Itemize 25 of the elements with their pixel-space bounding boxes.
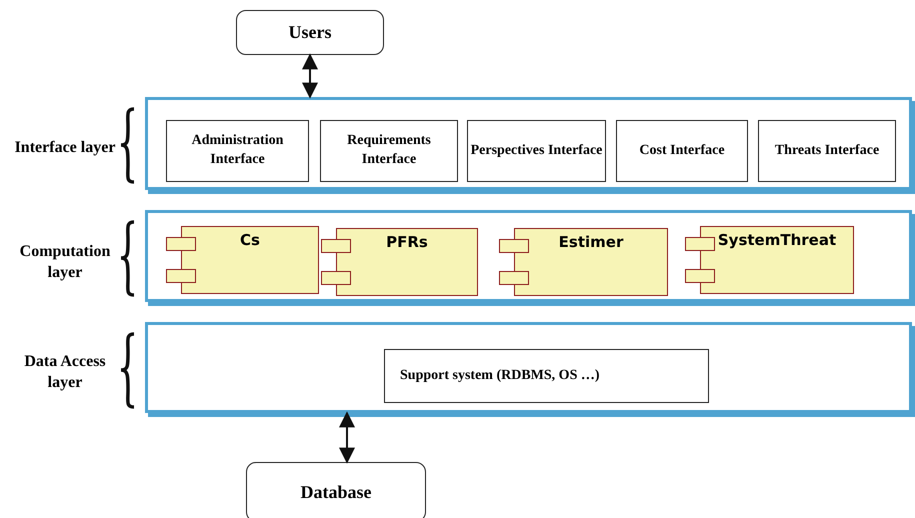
node-label: Database <box>300 482 372 502</box>
interface-box <box>166 120 309 182</box>
interface-box <box>384 349 709 403</box>
double-arrow <box>302 53 318 99</box>
node-label: SystemThreat <box>718 231 836 249</box>
interface-box <box>320 120 458 182</box>
interface-box <box>616 120 748 182</box>
layer-label: Computation layer <box>18 242 112 283</box>
node-label: Cs <box>240 231 260 249</box>
node-label: Requirements Interface <box>346 132 432 169</box>
double-arrow <box>339 411 355 464</box>
interface-box <box>467 120 606 182</box>
node-label: Cost Interface <box>639 142 725 160</box>
node-label: Administration Interface <box>190 132 284 169</box>
node-label: Perspectives Interface <box>470 142 602 160</box>
node-label: PFRs <box>386 233 428 251</box>
node-label: Threats Interface <box>774 142 880 160</box>
node-label: Estimer <box>558 233 624 251</box>
terminal-box <box>236 10 384 55</box>
interface-box <box>758 120 896 182</box>
terminal-box <box>246 462 426 518</box>
layer-label: Interface layer <box>14 138 116 158</box>
layer-label: Data Access layer <box>23 352 107 393</box>
node-label: Users <box>288 22 332 43</box>
node-label: Support system (RDBMS, OS …) <box>400 366 600 385</box>
